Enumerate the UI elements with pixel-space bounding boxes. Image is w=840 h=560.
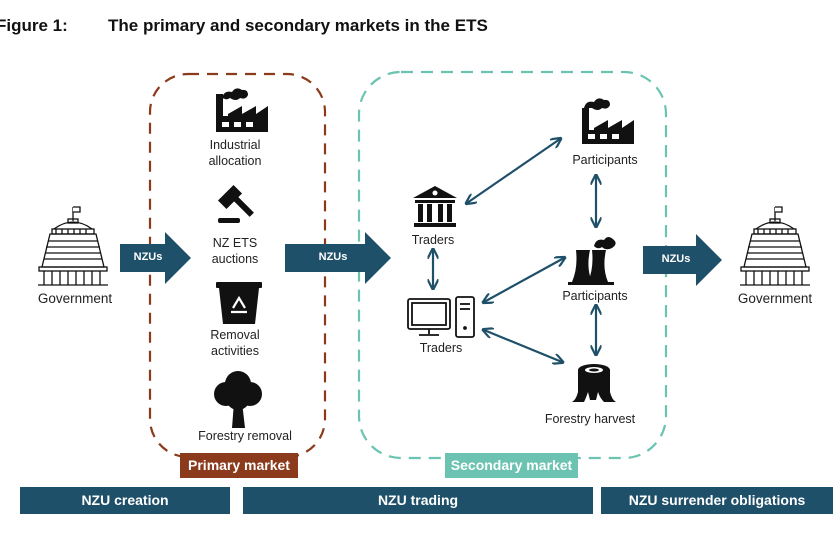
figure-title: The primary and secondary markets in the…	[108, 16, 488, 35]
figure-label: Figure 1:	[0, 16, 68, 35]
flow-arrow-1-label: NZUs	[133, 251, 163, 263]
label-line: Removal	[210, 328, 260, 342]
forestry-harvest-label: Forestry harvest	[544, 412, 636, 426]
tree-stump-icon	[572, 364, 616, 402]
label-line: auctions	[211, 252, 259, 266]
gavel-icon	[217, 184, 254, 223]
flow-arrow-3	[643, 234, 722, 286]
recycle-bin-icon	[216, 282, 262, 324]
government-left-label: Government	[37, 291, 113, 306]
participants-power-label: Participants	[562, 289, 628, 303]
power-plant-icon	[568, 237, 616, 285]
nz-ets-auctions-label: NZ ETS auctions	[180, 235, 290, 267]
government-right-label: Government	[737, 291, 813, 306]
traders-bank-label: Traders	[411, 233, 455, 247]
band-nzu-creation: NZU creation	[20, 487, 230, 514]
connector-computer-to-stump	[484, 330, 562, 362]
flow-arrow-2	[285, 232, 391, 284]
computer-icon	[407, 296, 475, 338]
band-nzu-trading: NZU trading	[243, 487, 593, 514]
tree-icon	[214, 371, 262, 428]
removal-activities-label: Removal activities	[180, 327, 290, 359]
factory-icon	[582, 98, 634, 144]
forestry-removal-label: Forestry removal	[198, 429, 292, 443]
label-line: allocation	[208, 154, 262, 168]
label-line: activities	[211, 344, 259, 358]
flow-arrow-2-label: NZUs	[318, 251, 348, 263]
flow-arrow-3-label: NZUs	[661, 253, 691, 265]
connector-computer-to-power	[484, 258, 564, 302]
traders-computer-label: Traders	[419, 341, 463, 355]
connector-bank-to-participants	[467, 139, 560, 203]
secondary-market-tag: Secondary market	[445, 453, 578, 478]
primary-market-tag: Primary market	[180, 453, 298, 478]
label-line: NZ ETS	[212, 236, 258, 250]
bank-icon	[413, 186, 457, 227]
parliament-beehive-icon	[740, 206, 810, 286]
industrial-allocation-label: Industrial allocation	[180, 137, 290, 169]
participants-factory-label: Participants	[572, 153, 638, 167]
parliament-beehive-icon	[38, 206, 108, 286]
flow-arrow-1	[120, 232, 191, 284]
label-line: Industrial	[209, 138, 261, 152]
band-nzu-surrender: NZU surrender obligations	[601, 487, 833, 514]
factory-icon	[216, 88, 268, 132]
